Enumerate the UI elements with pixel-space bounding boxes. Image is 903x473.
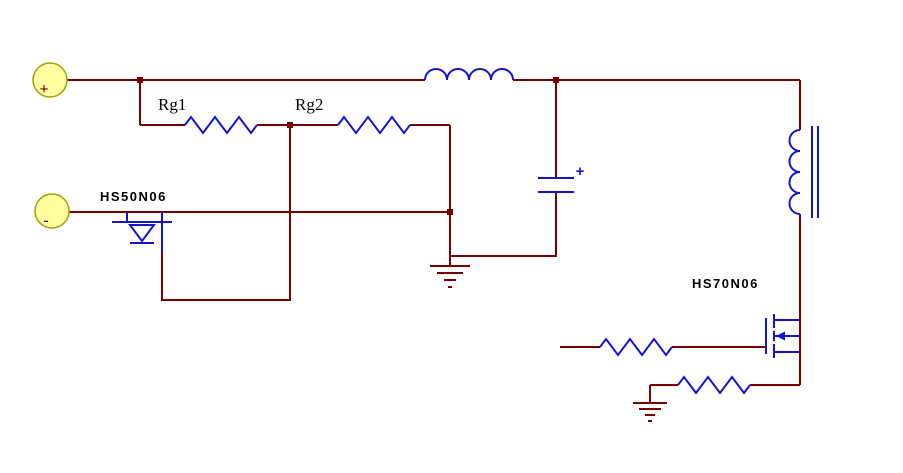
- capacitor-polarity-sign: +: [576, 163, 585, 180]
- terminal-positive-circle: [32, 62, 68, 98]
- terminal-positive-sign: +: [39, 81, 48, 98]
- terminal-negative: -: [34, 193, 70, 229]
- resistor-rg2-zigzag: [337, 115, 411, 135]
- terminal-negative-circle: [34, 193, 70, 229]
- resistor-source-right: [677, 375, 751, 395]
- junction-dots: [137, 77, 559, 215]
- resistor-gate-right: [599, 337, 673, 357]
- mosfet-hs70n06: HS70N06: [692, 276, 799, 358]
- terminal-positive: +: [32, 62, 68, 98]
- mosfet-hs50n06: HS50N06: [100, 189, 172, 252]
- wire-gate-loop: [161, 125, 291, 301]
- junction-dot: [553, 77, 559, 83]
- resistor-rg2: Rg2: [295, 95, 411, 135]
- mosfet-right-label: HS70N06: [692, 276, 759, 291]
- inductor-top: [424, 68, 514, 81]
- resistor-gate-right-zigzag: [599, 337, 673, 357]
- capacitor: +: [538, 163, 585, 193]
- resistor-source-right-zigzag: [677, 375, 751, 395]
- resistor-rg2-label: Rg2: [295, 95, 323, 114]
- mosfet-left-label: HS50N06: [100, 189, 167, 204]
- inductor-coil: [424, 68, 514, 81]
- resistor-rg1-label: Rg1: [158, 95, 186, 114]
- junction-dot: [447, 209, 453, 215]
- mosfet-right-arrow: [776, 331, 785, 341]
- wire-cap-lead-bottom: [450, 192, 557, 257]
- resistor-rg1: Rg1: [158, 95, 258, 135]
- resistor-rg1-zigzag: [184, 115, 258, 135]
- junction-dot: [137, 77, 143, 83]
- ground-symbol-right: [633, 402, 667, 422]
- transformer-coil: [788, 129, 801, 215]
- ground-symbol-center: [430, 265, 470, 288]
- wires: [67, 79, 801, 403]
- junction-dot: [287, 122, 293, 128]
- transformer-winding: [788, 126, 819, 218]
- terminal-negative-sign: -: [43, 212, 48, 229]
- mosfet-left-body-diode: [128, 224, 156, 243]
